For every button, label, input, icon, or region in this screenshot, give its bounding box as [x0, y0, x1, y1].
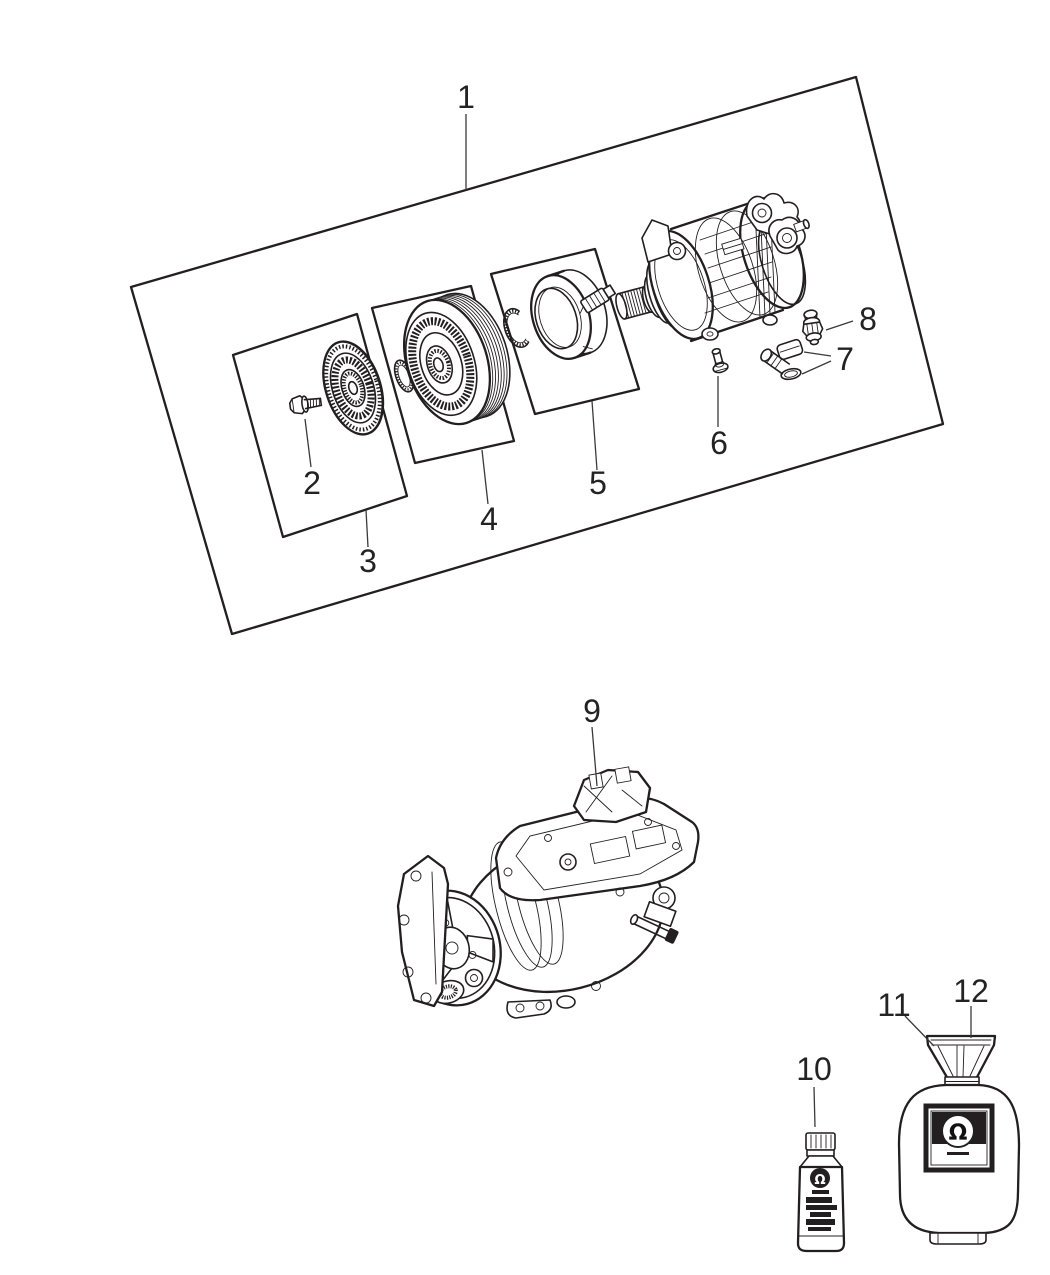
callout-7: 7: [836, 341, 854, 377]
part-12-funnel-top: [925, 1034, 997, 1087]
tank-label: Ω: [923, 1103, 995, 1173]
leader-line-10: [813, 1086, 816, 1128]
callout-11: 11: [877, 987, 910, 1023]
part-3-clutch-plate: [322, 340, 385, 436]
part-6-bolt: [711, 347, 729, 374]
leader-lines: [304, 114, 972, 1128]
box-5-outline: [489, 247, 641, 416]
box-4-outline: [370, 284, 516, 465]
callout-10: 10: [796, 1051, 832, 1087]
part-10-oil-bottle: Ω: [796, 1132, 846, 1253]
compressor-9-connector: [572, 766, 652, 824]
mopar-omega-logo-tank: Ω: [949, 1121, 968, 1146]
leader-line-3: [365, 509, 369, 548]
box-3-outline: [231, 312, 409, 539]
part-9-compressor: [396, 766, 700, 1019]
callout-labels: 1 2 3 4 5 6 7 8 9 10 11 12: [303, 79, 989, 1087]
leader-line-9: [591, 726, 598, 787]
leader-line-5: [591, 400, 598, 471]
callout-8: 8: [859, 301, 877, 337]
part-8-valve: [802, 309, 824, 346]
part-4-pulley: [402, 292, 511, 426]
exploded-view-group: [129, 75, 945, 636]
callout-3: 3: [359, 543, 377, 579]
compressor-9-stud: [629, 913, 679, 944]
callout-5: 5: [589, 465, 607, 501]
leader-line-4: [481, 449, 489, 505]
callout-2: 2: [303, 465, 321, 501]
callout-9: 9: [583, 693, 601, 729]
part-2-bolt: [288, 394, 323, 415]
bottle-label: Ω: [806, 1168, 837, 1231]
callout-1: 1: [457, 79, 475, 115]
callout-4: 4: [480, 501, 498, 537]
part-5-snap-ring: [503, 308, 530, 349]
callout-12: 12: [953, 973, 989, 1009]
leader-line-7b: [801, 360, 832, 375]
callout-6: 6: [710, 425, 728, 461]
mopar-omega-logo-bottle: Ω: [814, 1173, 825, 1188]
part-1-compressor: [615, 192, 810, 343]
leader-line-2: [304, 418, 312, 468]
box-1-outline: [129, 75, 945, 636]
leader-line-7a: [803, 351, 832, 357]
part-11-refrigerant-tank: Ω: [897, 1034, 1021, 1245]
part-5-coil: [530, 269, 617, 360]
leader-line-8: [825, 320, 854, 331]
part-7-cap-and-o-ring: [760, 338, 804, 381]
coil-connector: [579, 284, 617, 314]
leader-line-11: [904, 1015, 935, 1047]
